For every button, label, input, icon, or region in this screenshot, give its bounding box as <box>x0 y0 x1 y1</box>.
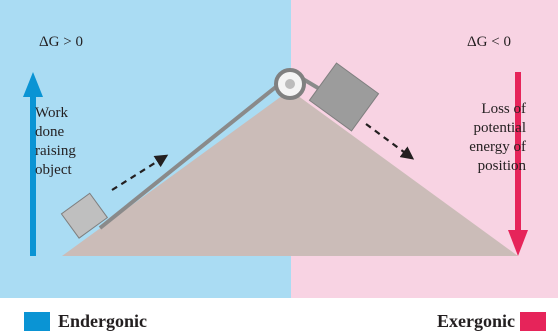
loss-label-line: energy of <box>420 138 526 157</box>
work-label-line: done <box>35 123 76 142</box>
work-label-line: raising <box>35 142 76 161</box>
loss-of-energy-label: Loss of potential energy of position <box>420 100 526 176</box>
endergonic-legend-label: Endergonic <box>58 311 147 332</box>
work-done-label: Work done raising object <box>35 104 76 180</box>
loss-label-line: position <box>420 157 526 176</box>
exergonic-swatch <box>520 312 546 331</box>
delta-g-negative-label: ΔG < 0 <box>467 33 511 52</box>
loss-label-line: potential <box>420 119 526 138</box>
endergonic-swatch <box>24 312 50 331</box>
delta-g-positive-label: ΔG > 0 <box>39 33 83 52</box>
work-label-line: object <box>35 161 76 180</box>
work-label-line: Work <box>35 104 76 123</box>
exergonic-legend-label: Exergonic <box>437 311 515 332</box>
legend-endergonic: Endergonic <box>24 310 147 332</box>
legend-exergonic: Exergonic <box>437 310 546 332</box>
raising-direction-arrow <box>112 156 166 190</box>
endergonic-arrow-head <box>23 72 43 97</box>
loss-label-line: Loss of <box>420 100 526 119</box>
pulley-hub <box>285 79 295 89</box>
